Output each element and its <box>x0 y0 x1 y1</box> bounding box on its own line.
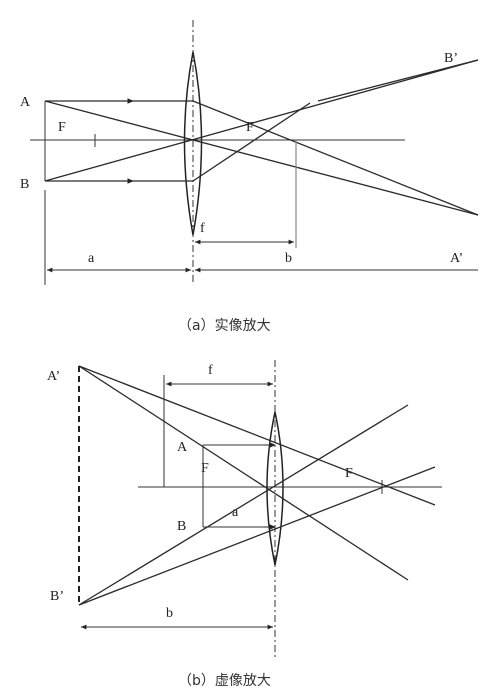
ray-b-4 <box>78 466 436 606</box>
label-A-image-b: A’ <box>47 369 60 384</box>
convex-lens-b <box>266 411 284 566</box>
label-F-left-a: F <box>58 120 66 135</box>
diagram-a-real-image: A B F F f a b A’ B’ （a）实像放大 <box>20 20 479 334</box>
label-f-a: f <box>200 221 205 236</box>
label-a-a: a <box>88 251 95 266</box>
label-A-image-a: A’ <box>450 251 463 266</box>
label-A-a: A <box>20 95 31 110</box>
label-F-left-b: F <box>201 461 209 476</box>
ray-b-1 <box>78 365 436 506</box>
label-A-b: A <box>177 440 188 455</box>
label-b-b: b <box>166 606 173 621</box>
ray-b-3 <box>78 404 409 606</box>
label-F-right-b: F <box>345 466 353 481</box>
label-b-a: b <box>285 251 292 266</box>
ray-b-2 <box>78 365 409 581</box>
diagram-b-virtual-image: A’ B’ f A F B a F b （b）虚像放大 <box>47 360 442 689</box>
ray-a-chief-top <box>44 100 479 216</box>
caption-a: （a）实像放大 <box>178 318 271 334</box>
label-B-image-a: B’ <box>444 51 458 66</box>
ray-a-refracted-top <box>192 100 479 216</box>
label-f-b: f <box>208 363 213 378</box>
convex-lens-a <box>183 51 203 236</box>
label-B-a: B <box>20 177 29 192</box>
ray-a-refracted-bottom-1 <box>192 102 311 182</box>
label-B-image-b: B’ <box>50 589 64 604</box>
caption-b: （b）虚像放大 <box>178 673 271 689</box>
label-F-right-a: F <box>246 120 254 135</box>
label-a-b: a <box>232 505 239 520</box>
ray-a-chief-bottom <box>44 59 479 182</box>
label-B-b: B <box>177 519 186 534</box>
